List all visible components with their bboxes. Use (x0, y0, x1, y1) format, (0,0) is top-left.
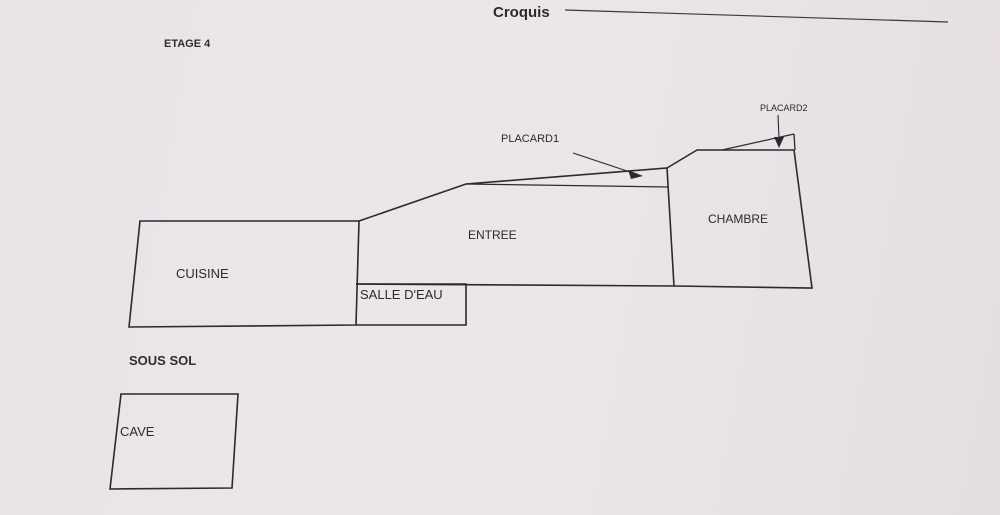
room-cave-label: CAVE (120, 424, 155, 439)
room-cave-outline (109, 393, 239, 490)
placard2-label: PLACARD2 (760, 103, 808, 113)
room-chambre-label: CHAMBRE (708, 212, 769, 226)
title-rule (564, 9, 949, 23)
placard2-arrowhead (774, 137, 784, 148)
placard1-leader (572, 152, 634, 174)
room-salle-deau-outline (356, 283, 467, 326)
level-etage4-label: ETAGE 4 (164, 38, 211, 50)
placard1-arrowhead (628, 170, 643, 179)
room-cuisine-outline (128, 220, 360, 328)
placard2-wall (721, 133, 795, 151)
level-sous-sol-label: SOUS SOL (129, 353, 197, 368)
placard1-wall (465, 183, 669, 188)
placard1-label: PLACARD1 (501, 133, 560, 145)
placard2-side (793, 133, 796, 151)
page-title: Croquis (493, 4, 550, 21)
room-entree-outline (355, 167, 675, 287)
room-salle-deau-label: SALLE D'EAU (360, 287, 443, 302)
room-cuisine-label: CUISINE (176, 266, 229, 281)
room-entree-label: ENTREE (468, 228, 517, 242)
room-chambre-outline (666, 149, 813, 289)
placard2-leader (777, 114, 780, 139)
